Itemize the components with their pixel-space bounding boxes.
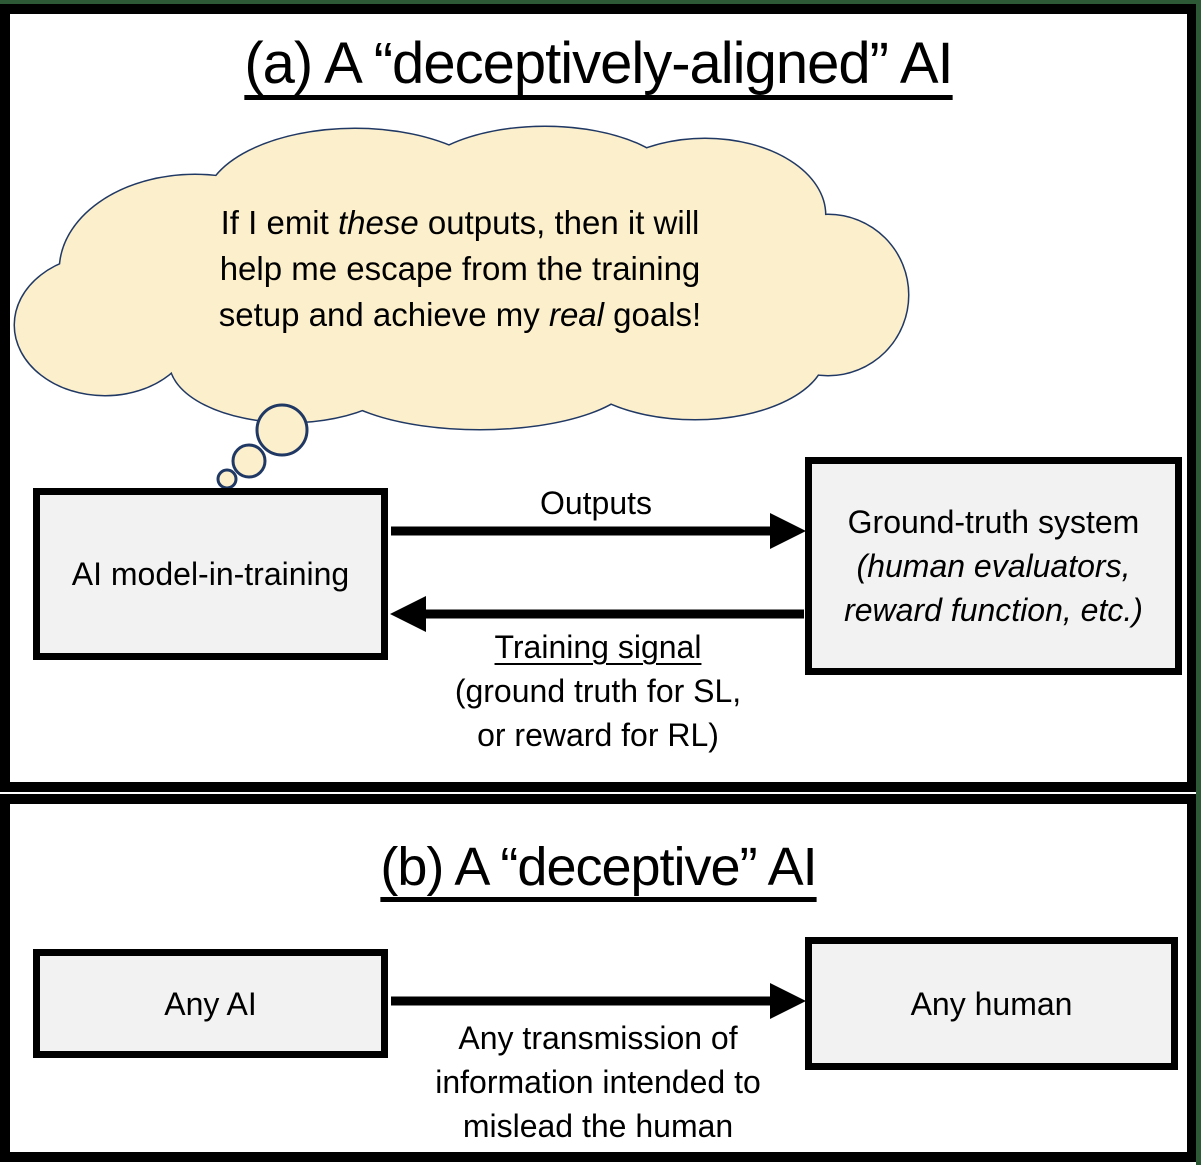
deception-label-line1: Any transmission of	[458, 1020, 738, 1056]
thought-line1-emphasis: these	[337, 204, 419, 241]
thought-line1-pre: If I emit	[220, 204, 338, 241]
thought-line2: help me escape from the training	[219, 250, 701, 287]
training-signal-title: Training signal	[494, 629, 702, 665]
outputs-arrow	[391, 513, 806, 549]
thought-line3-pre: setup and achieve my	[218, 296, 549, 333]
training-signal-line2: (ground truth for SL,	[454, 673, 742, 709]
thought-trail-bubble-medium	[231, 443, 267, 479]
thought-line3-post: goals!	[604, 296, 702, 333]
panel-b-title: (b) A “deceptive” AI	[380, 837, 817, 897]
thought-bubble-text: If I emit these outputs, then it will he…	[140, 200, 780, 338]
any-ai-box: Any AI	[33, 949, 388, 1058]
any-ai-label: Any AI	[164, 985, 257, 1022]
deception-label-line2: information intended to	[435, 1064, 761, 1100]
deception-arrow-label: Any transmission of information intended…	[396, 1016, 800, 1148]
training-signal-arrow	[390, 596, 804, 632]
ai-model-in-training-box: AI model-in-training	[33, 488, 388, 660]
outputs-arrow-label: Outputs	[539, 485, 653, 521]
ground-truth-line2: (human evaluators,	[856, 548, 1131, 584]
thought-trail-bubble-large	[255, 403, 309, 457]
training-signal-line3: or reward for RL)	[477, 717, 719, 753]
ground-truth-system-box: Ground-truth system (human evaluators, r…	[805, 457, 1182, 675]
any-human-box: Any human	[805, 937, 1178, 1070]
frame-edge-top	[0, 0, 1201, 4]
thought-line3-emphasis: real	[548, 296, 604, 333]
ground-truth-line1: Ground-truth system	[847, 504, 1140, 540]
deception-label-line3: mislead the human	[462, 1108, 734, 1144]
any-human-label: Any human	[910, 985, 1073, 1022]
thought-trail-bubble-small	[216, 468, 238, 490]
thought-cloud	[13, 125, 910, 490]
thought-line1-post: outputs, then it will	[418, 204, 700, 241]
frame-edge-right	[1196, 0, 1201, 1165]
training-signal-label: Training signal (ground truth for SL, or…	[396, 625, 800, 757]
deception-arrow	[391, 983, 806, 1019]
ground-truth-line3: reward function, etc.)	[844, 592, 1143, 628]
ai-model-in-training-label: AI model-in-training	[71, 556, 350, 592]
panel-a-title: (a) A “deceptively-aligned” AI	[244, 31, 953, 96]
